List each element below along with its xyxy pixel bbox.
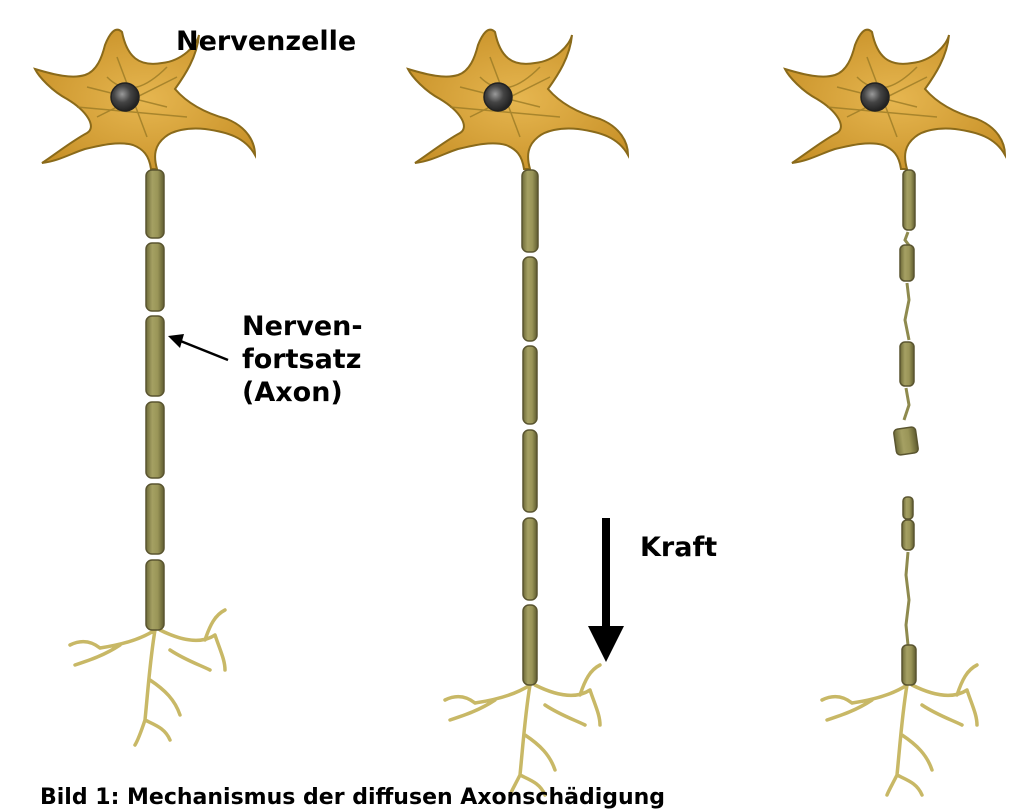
force-label: Kraft [640, 534, 717, 561]
soma [785, 30, 1005, 169]
figure-caption: Bild 1: Mechanismus der diffusen Axonsch… [40, 787, 665, 809]
neuron-intact [35, 30, 255, 745]
soma [408, 30, 628, 169]
dendrites [445, 665, 600, 795]
axon [146, 170, 164, 630]
axon-label: Nerven- fortsatz (Axon) [242, 310, 363, 409]
axon-label-line: Nerven- [242, 310, 363, 343]
axon [522, 170, 538, 685]
axon-fragments [893, 170, 918, 685]
axon-label-line: fortsatz [242, 343, 363, 376]
neuron-damaged [785, 30, 1005, 795]
axon-label-line: (Axon) [242, 376, 363, 409]
dendrites [70, 610, 225, 745]
neuron-stretched [408, 30, 628, 795]
cell-body-label: Nervenzelle [176, 28, 356, 55]
dendrites [822, 665, 977, 795]
pointer-arrow-icon [168, 334, 228, 360]
down-arrow-icon [588, 518, 624, 662]
